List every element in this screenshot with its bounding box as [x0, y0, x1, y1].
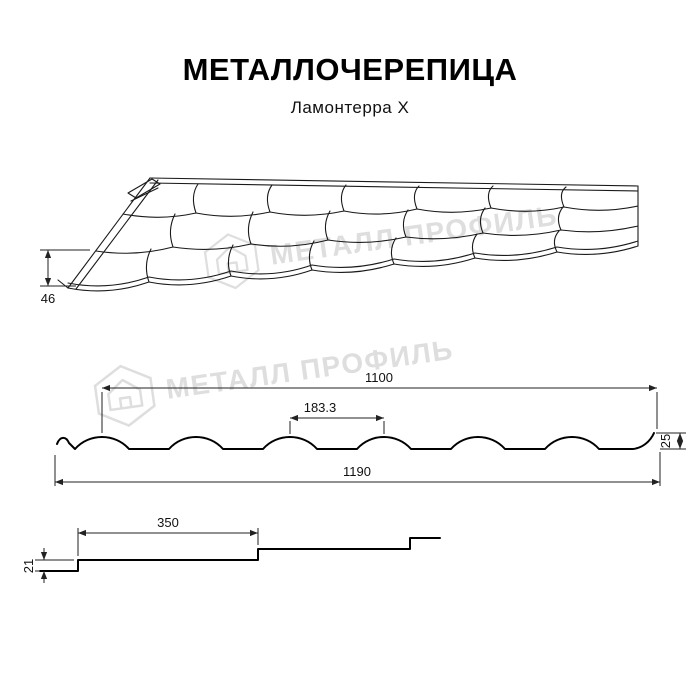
- roof-perspective-view: [57, 177, 639, 292]
- metall-profil-logo-icon: [203, 233, 260, 290]
- cross-section-profile: [56, 432, 655, 450]
- dimension-1190: 1190: [54, 452, 661, 486]
- dim-21-label: 21: [21, 559, 36, 573]
- dimension-25: 25: [656, 432, 686, 450]
- dim-46-label: 46: [41, 291, 55, 306]
- watermark: МЕТАЛЛ ПРОФИЛЬ: [91, 318, 458, 432]
- dim-25-label: 25: [658, 434, 673, 448]
- dim-1190-label: 1190: [343, 464, 371, 479]
- dim-183-3-label: 183.3: [304, 400, 337, 415]
- page-subtitle: Ламонтерра X: [290, 98, 410, 117]
- dimension-1100: 1100: [101, 370, 658, 433]
- dim-350-label: 350: [157, 515, 179, 530]
- dimension-21: 21: [21, 548, 74, 583]
- dimension-350: 350: [77, 515, 259, 556]
- metall-profil-logo-icon: [93, 364, 156, 427]
- step-section-profile: [39, 537, 441, 572]
- dimension-183-3: 183.3: [289, 400, 385, 434]
- page-title: МЕТАЛЛОЧЕРЕПИЦА: [182, 52, 518, 87]
- watermark: МЕТАЛЛ ПРОФИЛЬ: [201, 187, 562, 294]
- dim-1100-label: 1100: [365, 370, 393, 385]
- dimension-46: 46: [40, 249, 90, 306]
